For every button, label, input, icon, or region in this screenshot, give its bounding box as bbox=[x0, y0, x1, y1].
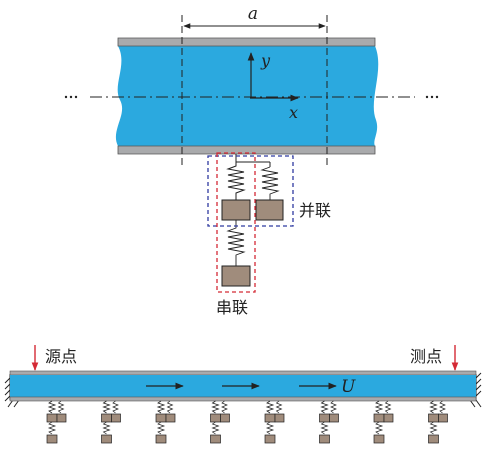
beam-mass-series bbox=[101, 434, 112, 444]
beam-mass-series bbox=[210, 434, 221, 444]
fluid-body bbox=[115, 46, 379, 146]
beam-mass-primary bbox=[319, 413, 330, 423]
beam-resonator-unit bbox=[428, 400, 448, 444]
beam-resonator-unit bbox=[101, 400, 121, 444]
beam-mass-series bbox=[46, 434, 58, 444]
beam-spring-primary bbox=[265, 400, 275, 414]
beam-resonator-unit bbox=[210, 400, 230, 444]
mass-primary bbox=[221, 199, 251, 221]
flow-velocity-label: U bbox=[341, 377, 356, 397]
beam-spring-parallel bbox=[166, 400, 174, 414]
spring-parallel bbox=[260, 166, 280, 200]
beam-spring-series bbox=[156, 421, 166, 435]
beam-spring-primary bbox=[374, 400, 384, 414]
beam-mass-parallel bbox=[438, 413, 448, 423]
measure-point-label: 测点 bbox=[410, 347, 442, 366]
beam-spring-parallel bbox=[221, 400, 228, 414]
beam-resonator-unit bbox=[373, 400, 394, 444]
beam-spring-primary bbox=[211, 400, 220, 414]
beam-spring-series bbox=[211, 421, 220, 435]
beam-mass-primary bbox=[428, 413, 439, 423]
beam-resonator-unit bbox=[319, 400, 339, 444]
beam-mass-primary bbox=[101, 413, 112, 423]
parallel-group-box bbox=[207, 155, 294, 227]
beam-resonator-unit bbox=[46, 400, 67, 444]
beam-spring-series bbox=[429, 421, 438, 435]
beam-mass-series bbox=[264, 434, 276, 444]
beam-mass-parallel bbox=[111, 413, 121, 423]
beam-mass-parallel bbox=[220, 413, 230, 423]
source-point-label: 源点 bbox=[45, 347, 77, 366]
y-axis-label: y bbox=[260, 51, 271, 70]
beam-mass-primary bbox=[373, 413, 385, 423]
beam-wall-bottom bbox=[9, 396, 477, 402]
beam-spring-primary bbox=[320, 400, 329, 414]
series-group-box bbox=[216, 152, 256, 293]
beam-mass-primary bbox=[46, 413, 58, 423]
pipe-unit-cell: a y x bbox=[64, 4, 439, 168]
beam-mass-parallel bbox=[56, 413, 67, 423]
beam-spring-primary bbox=[102, 400, 111, 414]
beam-spring-series bbox=[265, 421, 275, 435]
beam-spring-parallel bbox=[439, 400, 446, 414]
beam-spring-primary bbox=[429, 400, 438, 414]
beam-spring-series bbox=[320, 421, 329, 435]
mass-series bbox=[221, 265, 251, 287]
beam-resonator-unit bbox=[155, 400, 176, 444]
spring-series bbox=[226, 220, 246, 266]
beam-spring-series bbox=[374, 421, 384, 435]
beam-spring-parallel bbox=[330, 400, 337, 414]
beam-spring-parallel bbox=[112, 400, 119, 414]
parallel-label: 并联 bbox=[299, 201, 331, 220]
mass-parallel bbox=[255, 199, 284, 221]
beam-spring-parallel bbox=[384, 400, 392, 414]
beam-spring-parallel bbox=[275, 400, 283, 414]
beam-mass-series bbox=[319, 434, 330, 444]
periodic-beam: U 源点 测点 bbox=[4, 345, 482, 444]
beam-resonator-unit bbox=[264, 400, 285, 444]
ellipsis-left bbox=[64, 95, 78, 99]
beam-spring-series bbox=[47, 421, 57, 435]
beam-mass-series bbox=[373, 434, 385, 444]
beam-mass-parallel bbox=[274, 413, 285, 423]
beam-spring-series bbox=[102, 421, 111, 435]
beam-resonators bbox=[46, 400, 448, 444]
ellipsis-right bbox=[425, 95, 439, 99]
beam-spring-parallel bbox=[57, 400, 65, 414]
beam-mass-primary bbox=[264, 413, 276, 423]
resonator-assembly: 并联 串联 bbox=[207, 152, 331, 317]
beam-spring-primary bbox=[156, 400, 166, 414]
beam-mass-series bbox=[155, 434, 167, 444]
beam-mass-primary bbox=[155, 413, 167, 423]
spring-primary bbox=[226, 162, 246, 200]
x-axis-label: x bbox=[289, 103, 298, 122]
beam-mass-parallel bbox=[383, 413, 394, 423]
beam-mass-primary bbox=[210, 413, 221, 423]
series-label: 串联 bbox=[216, 298, 248, 317]
beam-mass-parallel bbox=[329, 413, 339, 423]
period-label: a bbox=[248, 4, 258, 24]
pipe-wall-top bbox=[117, 37, 376, 47]
beam-wall-top bbox=[9, 370, 477, 376]
beam-mass-parallel bbox=[165, 413, 176, 423]
beam-spring-primary bbox=[47, 400, 57, 414]
beam-mass-series bbox=[428, 434, 439, 444]
